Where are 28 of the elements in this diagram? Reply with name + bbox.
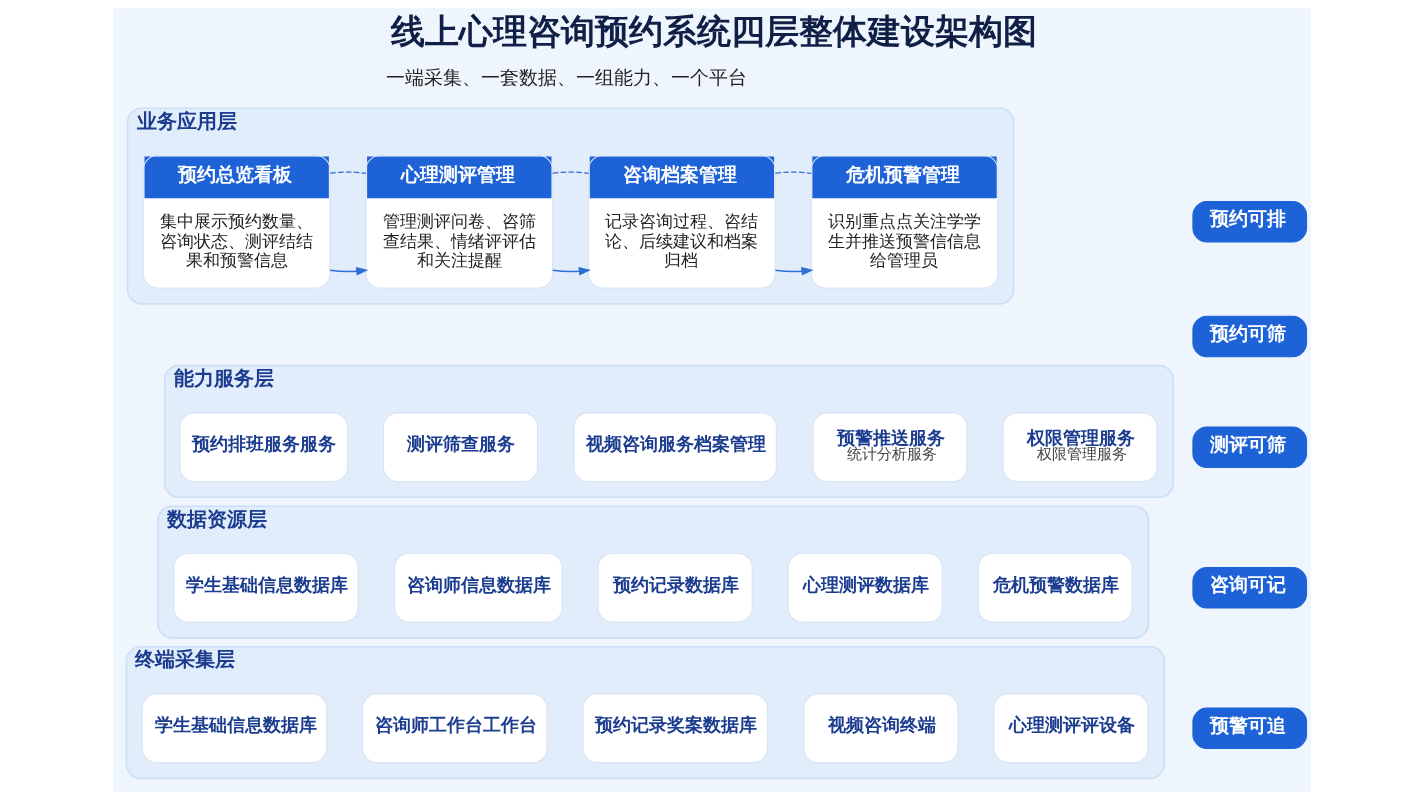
node-box: 学生基础信息数据库 — [173, 552, 359, 623]
node-box: 咨询可记 — [1192, 566, 1308, 609]
connector — [552, 171, 590, 174]
connector — [774, 171, 812, 174]
node-box: 测评可筛 — [1192, 426, 1308, 468]
diagram-title: 线上心理咨询预约系统四层整体建设架构图 — [391, 12, 1037, 51]
node-box: 视频咨询服务档案管理 — [573, 412, 777, 483]
node-box: 预约可筛 — [1192, 315, 1308, 358]
node-box: 预约记录奖案数据库 — [582, 693, 768, 764]
node-box: 预约记录数据库 — [597, 552, 753, 623]
node-box: 心理测评评设备 — [993, 693, 1149, 764]
node-box: 心理测评数据库 — [787, 552, 943, 623]
node-box: 预约可排 — [1192, 201, 1308, 243]
node-box: 危机预警数据库 — [977, 552, 1133, 623]
node-box: 咨询师工作台工作台 — [362, 693, 548, 764]
arrow — [329, 267, 369, 276]
node-box: 预约排班服务服务 — [179, 412, 348, 483]
node-box: 测评筛查服务 — [382, 412, 538, 483]
arrow — [552, 267, 591, 276]
node-box: 视频咨询终端 — [803, 693, 959, 764]
node-box: 学生基础信息数据库 — [141, 693, 328, 764]
arrow — [774, 267, 814, 276]
label: 一端采集、一套数据、一组能力、一个平台 — [386, 66, 748, 88]
node-box: 预警可追 — [1192, 707, 1308, 750]
node-box: 咨询师信息数据库 — [394, 552, 563, 623]
node-box: 预警推送服务 统计分析服务 — [812, 412, 968, 483]
connector — [329, 171, 367, 174]
node-box: 权限管理服务 权限管理服务 — [1002, 412, 1158, 483]
